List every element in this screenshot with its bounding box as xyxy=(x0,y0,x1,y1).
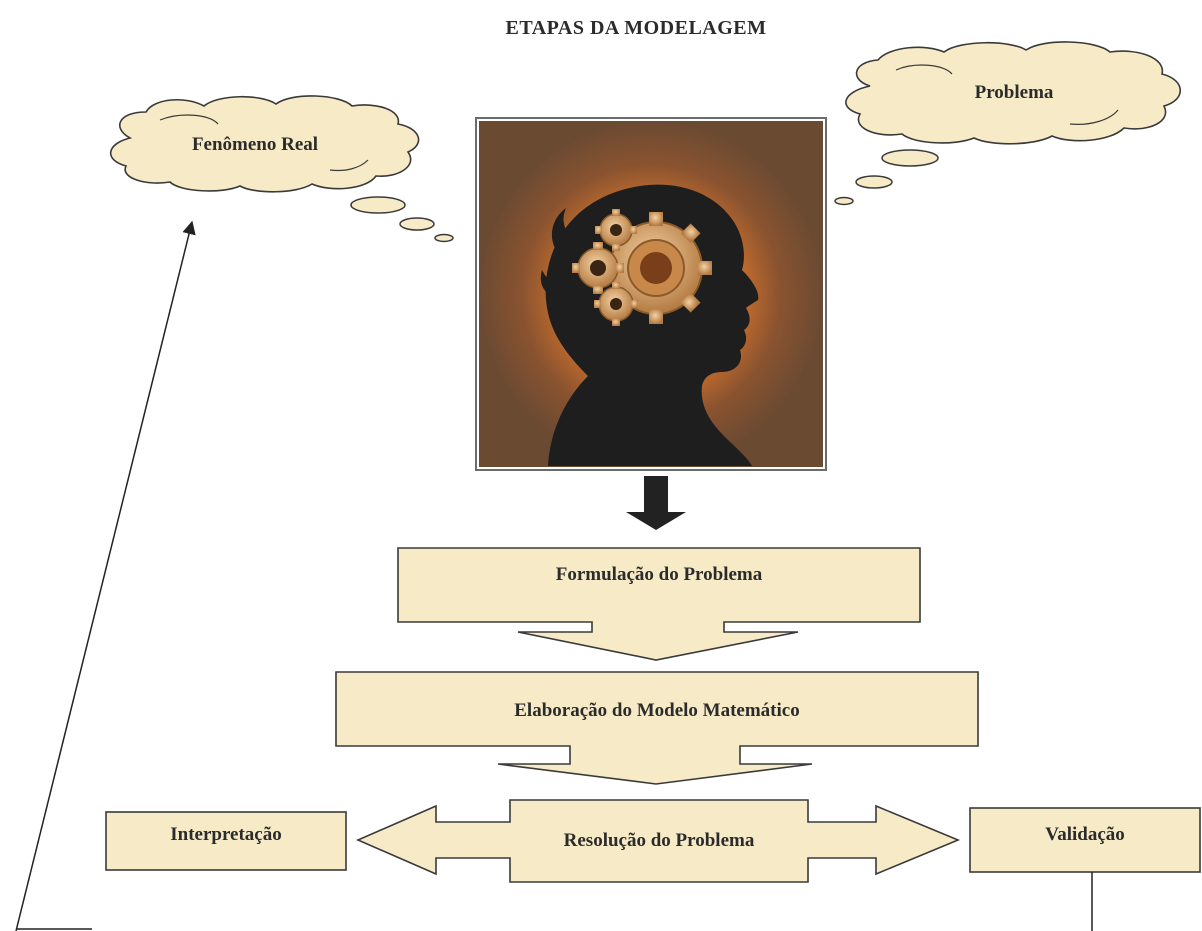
cloud-problem: Problema xyxy=(834,41,1181,206)
step-interpretation: Interpretação xyxy=(105,811,347,871)
step-resolution: Resolução do Problema xyxy=(355,799,961,883)
step-interpretation-label: Interpretação xyxy=(170,824,282,845)
diagram-title: ETAPAS DA MODELAGEM xyxy=(506,17,767,39)
step-formulation: Formulação do Problema xyxy=(397,547,921,661)
step-elaboration-label: Elaboração do Modelo Matemático xyxy=(514,700,799,721)
step-elaboration: Elaboração do Modelo Matemático xyxy=(335,671,979,785)
cloud-problem-label: Problema xyxy=(975,82,1054,103)
gears-icon xyxy=(572,209,712,326)
cloud-phenomenon: Fenômeno Real xyxy=(109,95,454,243)
step-validation-label: Validação xyxy=(1045,824,1125,845)
step-formulation-label: Formulação do Problema xyxy=(556,564,763,585)
down-arrow-icon xyxy=(626,476,686,530)
step-validation: Validação xyxy=(969,807,1201,873)
thinking-head-illustration xyxy=(475,117,827,471)
step-resolution-label: Resolução do Problema xyxy=(564,830,755,851)
feedback-arrow xyxy=(15,220,196,931)
cloud-phenomenon-label: Fenômeno Real xyxy=(192,134,318,155)
